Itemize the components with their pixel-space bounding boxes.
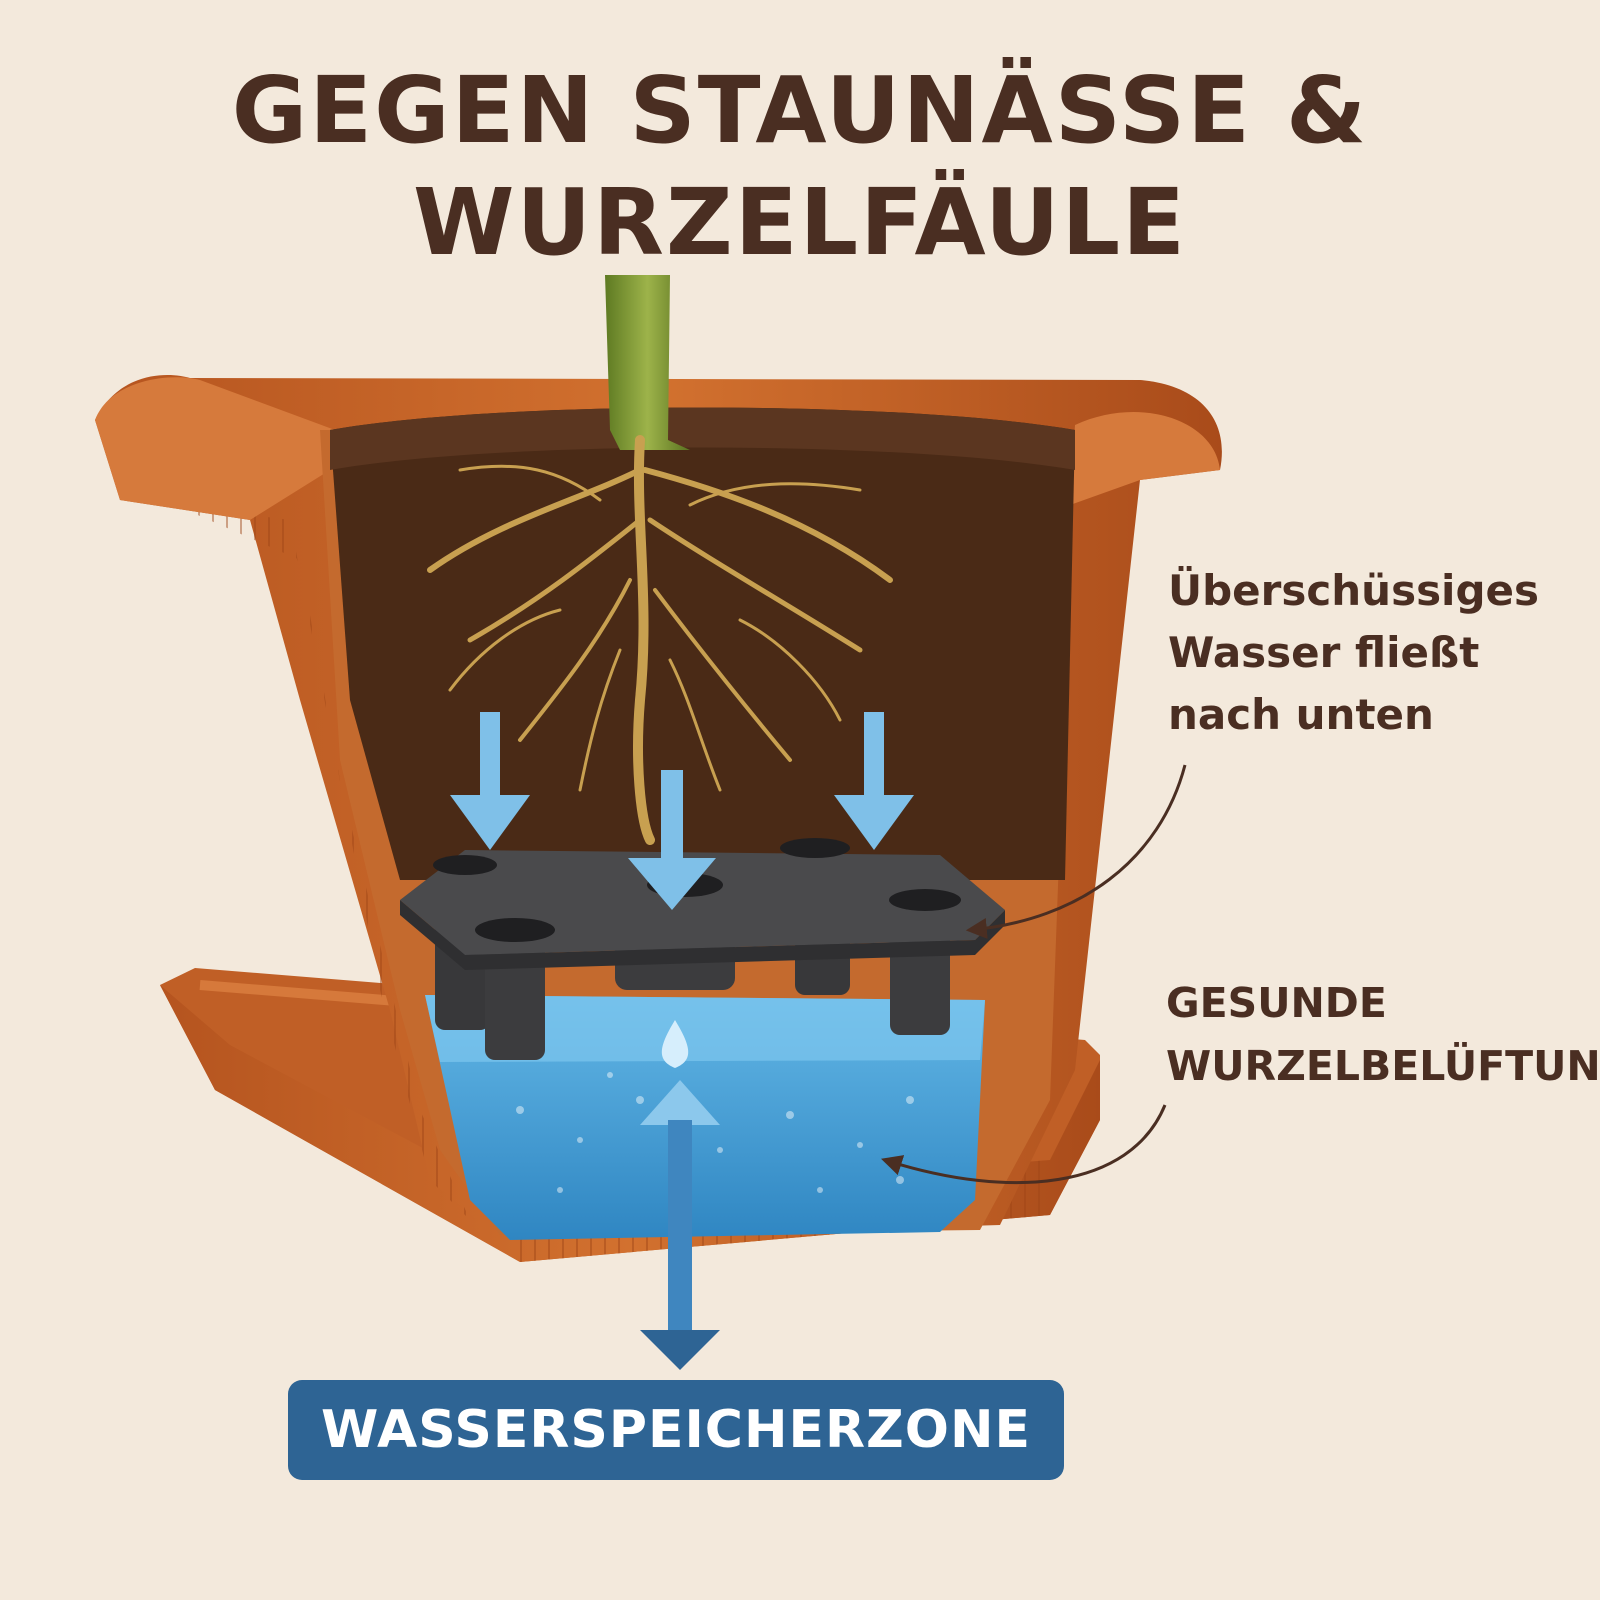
down-arrow-icon bbox=[450, 712, 530, 850]
soil bbox=[330, 407, 1075, 880]
callout-water-line-3: nach unten bbox=[1168, 690, 1434, 739]
callout-aeration: GESUNDE WURZELBELÜFTUNG bbox=[1166, 972, 1600, 1098]
callout-air-line-1: GESUNDE bbox=[1166, 979, 1387, 1027]
drainage-plate bbox=[400, 838, 1005, 1060]
down-arrow-icon bbox=[628, 770, 716, 910]
callout-pointer-plate bbox=[965, 764, 1187, 939]
callout-water-line-1: Überschüssiges bbox=[1168, 566, 1540, 615]
callout-pointer-air bbox=[880, 1104, 1167, 1185]
down-arrow-icon bbox=[834, 712, 914, 850]
callout-water-line-2: Wasser fließt bbox=[1168, 628, 1480, 677]
callout-air-line-2: WURZELBELÜFTUNG bbox=[1166, 1042, 1600, 1090]
page-title: GEGEN STAUNÄSSE & WURZELFÄULE bbox=[0, 55, 1600, 279]
callout-water-flow: Überschüssiges Wasser fließt nach unten bbox=[1168, 560, 1539, 746]
roots bbox=[427, 435, 893, 845]
double-headed-arrow-icon bbox=[640, 1080, 720, 1370]
water-storage-zone-label: WASSERSPEICHERZONE bbox=[288, 1380, 1064, 1480]
plant-stem bbox=[605, 275, 690, 450]
title-line-2: WURZELFÄULE bbox=[412, 169, 1188, 276]
water-droplet-icon bbox=[661, 1020, 689, 1068]
title-line-1: GEGEN STAUNÄSSE & bbox=[231, 57, 1369, 164]
